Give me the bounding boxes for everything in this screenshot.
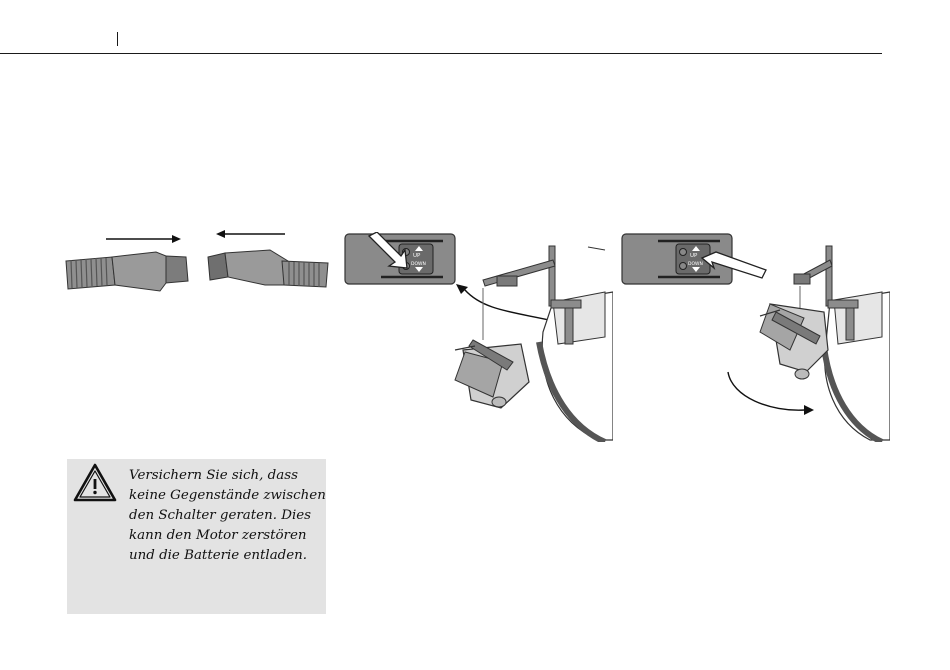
warning-box: Versichern Sie sich, dass keine Gegenstä… bbox=[67, 459, 326, 614]
warning-line: Versichern Sie sich, dass bbox=[129, 466, 319, 486]
warning-line: keine Gegenstände zwischen bbox=[129, 486, 319, 506]
arrow-right-icon bbox=[106, 235, 181, 243]
switch-down-label: DOWN bbox=[688, 261, 703, 267]
motor-head bbox=[760, 304, 828, 379]
motor-head bbox=[455, 340, 529, 408]
plug-right bbox=[208, 250, 328, 287]
trim-down-illustration: UP DOWN bbox=[620, 232, 890, 442]
warning-text: Versichern Sie sich, dass keine Gegenstä… bbox=[129, 466, 319, 566]
plug-left bbox=[66, 252, 188, 291]
header-rule bbox=[0, 53, 882, 54]
switch-up-label: UP bbox=[413, 253, 421, 259]
arrow-left-icon bbox=[216, 230, 285, 238]
trim-up-illustration: UP DOWN bbox=[343, 232, 613, 442]
header-tick bbox=[117, 32, 118, 46]
warning-triangle-icon bbox=[73, 463, 117, 503]
switch-down-label: DOWN bbox=[411, 261, 426, 267]
boat-transom bbox=[824, 292, 890, 442]
curved-arrow-up-icon bbox=[465, 290, 549, 320]
warning-line: kann den Motor zerstören bbox=[129, 526, 319, 546]
warning-line: den Schalter geraten. Dies bbox=[129, 506, 319, 526]
switch-up-label: UP bbox=[690, 253, 698, 259]
curved-arrow-down-icon bbox=[728, 372, 805, 410]
plug-connector-illustration bbox=[60, 225, 335, 300]
warning-line: und die Batterie entladen. bbox=[129, 546, 319, 566]
bracket-mount bbox=[483, 246, 581, 344]
